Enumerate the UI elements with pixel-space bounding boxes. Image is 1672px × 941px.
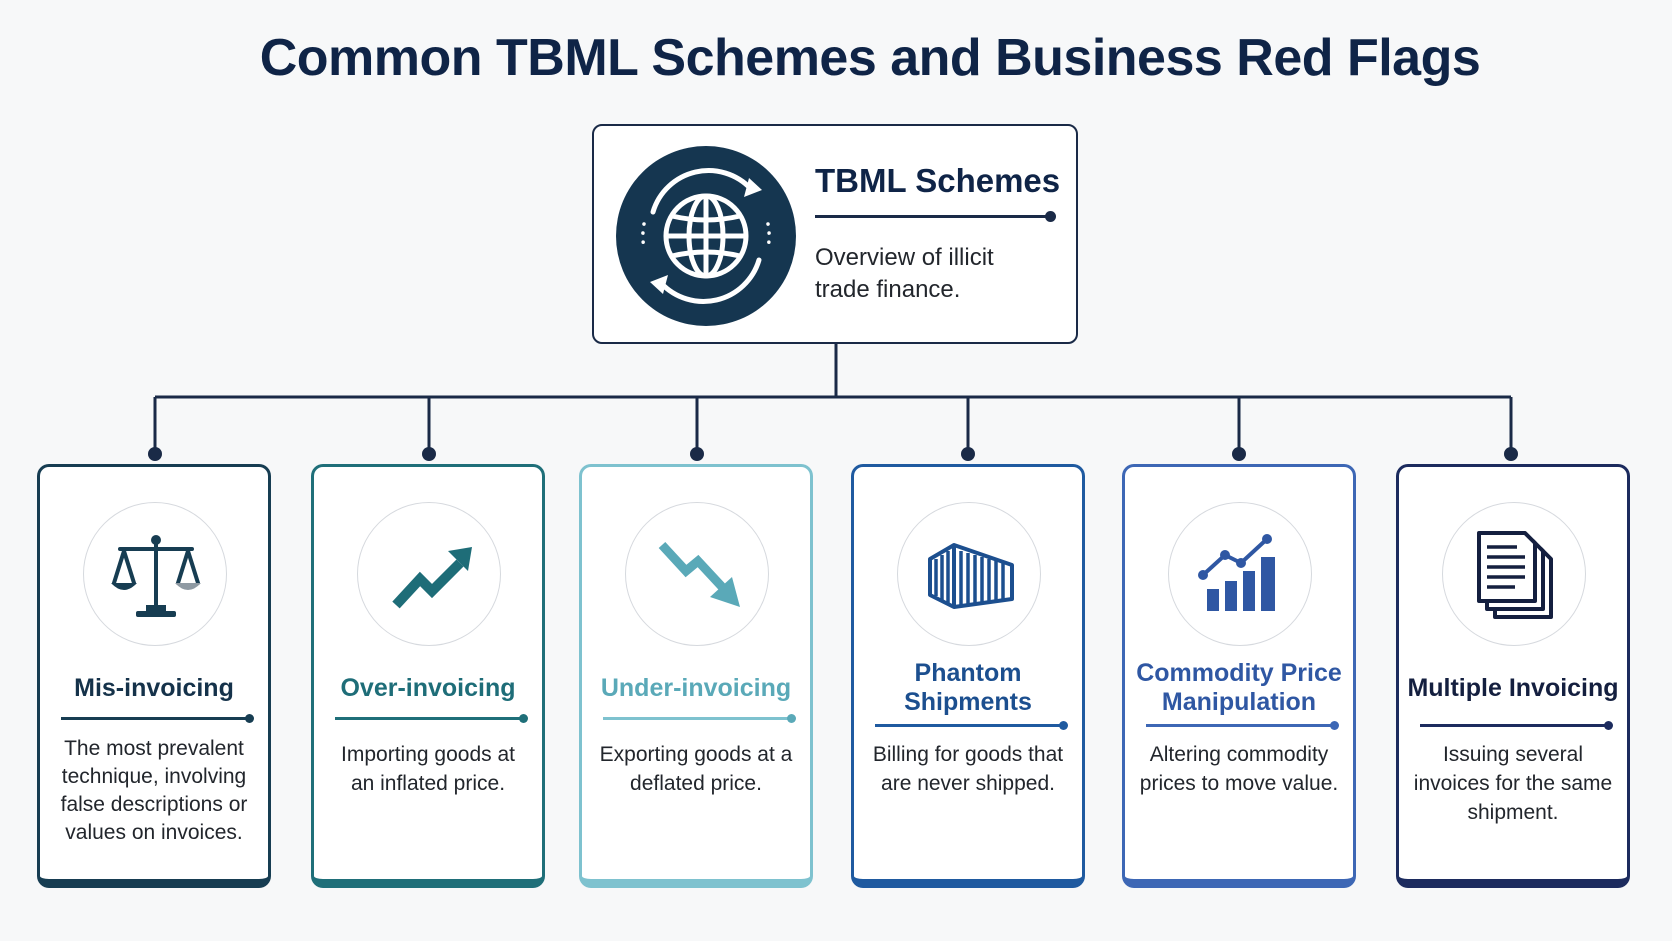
- scheme-card-commodity-price-manipulation: Commodity Price Manipulation Altering co…: [1122, 464, 1356, 888]
- scheme-card-over-invoicing: Over-invoicing Importing goods at an inf…: [311, 464, 545, 888]
- scheme-card-description: Billing for goods that are never shipped…: [872, 743, 1064, 795]
- scheme-card-title: Over-invoicing: [340, 673, 516, 702]
- connector-node: [422, 447, 436, 461]
- scheme-card-title: Commodity Price Manipulation: [1136, 659, 1342, 716]
- scheme-card-divider: [1420, 724, 1607, 727]
- scheme-card-divider: [335, 717, 522, 720]
- scheme-card-description: Issuing several invoices for the same sh…: [1413, 743, 1613, 824]
- scheme-card-description: Altering commodity prices to move value.: [1139, 743, 1339, 795]
- scheme-card-divider: [61, 717, 248, 720]
- root-node-divider: [815, 215, 1051, 218]
- shipping-container-icon: [897, 502, 1041, 646]
- page-title: Common TBML Schemes and Business Red Fla…: [259, 29, 1481, 87]
- root-node-description: Overview of illicit trade finance.: [815, 244, 994, 303]
- connector-node: [148, 447, 162, 461]
- bar-chart-icon: [1168, 502, 1312, 646]
- scheme-card-divider-dot: [1330, 721, 1339, 730]
- scheme-card-description: Exporting goods at a deflated price.: [599, 743, 793, 795]
- root-node-card: TBML Schemes Overview of illicit trade f…: [592, 124, 1078, 344]
- scales-icon: [83, 502, 227, 646]
- scheme-card-phantom-shipments: Phantom Shipments Billing for goods that…: [851, 464, 1085, 888]
- globe-icon: [616, 146, 796, 326]
- scheme-card-description: The most prevalent technique, involving …: [60, 737, 248, 844]
- scheme-card-divider-dot: [1059, 721, 1068, 730]
- trend-up-icon: [357, 502, 501, 646]
- root-node-title: TBML Schemes: [815, 162, 1061, 199]
- connector-node: [1232, 447, 1246, 461]
- scheme-card-description: Importing goods at an inflated price.: [341, 743, 515, 795]
- trend-down-icon: [625, 502, 769, 646]
- connector-node: [1504, 447, 1518, 461]
- scheme-card-title: Mis-invoicing: [74, 673, 234, 702]
- scheme-card-divider-dot: [1604, 721, 1613, 730]
- connector-node: [961, 447, 975, 461]
- scheme-card-mis-invoicing: Mis-invoicing The most prevalent techniq…: [37, 464, 271, 888]
- scheme-card-divider: [875, 724, 1062, 727]
- scheme-card-divider: [603, 717, 790, 720]
- scheme-card-title: Phantom Shipments: [904, 659, 1032, 716]
- root-node-divider-dot: [1045, 211, 1056, 222]
- scheme-card-divider-dot: [787, 714, 796, 723]
- scheme-card-multiple-invoicing: Multiple Invoicing Issuing several invoi…: [1396, 464, 1630, 888]
- scheme-card-divider-dot: [245, 714, 254, 723]
- scheme-card-under-invoicing: Under-invoicing Exporting goods at a def…: [579, 464, 813, 888]
- scheme-card-title: Under-invoicing: [600, 673, 792, 702]
- documents-icon: [1442, 502, 1586, 646]
- scheme-card-divider: [1146, 724, 1333, 727]
- scheme-card-title: Multiple Invoicing: [1407, 673, 1619, 702]
- connector-node: [690, 447, 704, 461]
- scheme-card-divider-dot: [519, 714, 528, 723]
